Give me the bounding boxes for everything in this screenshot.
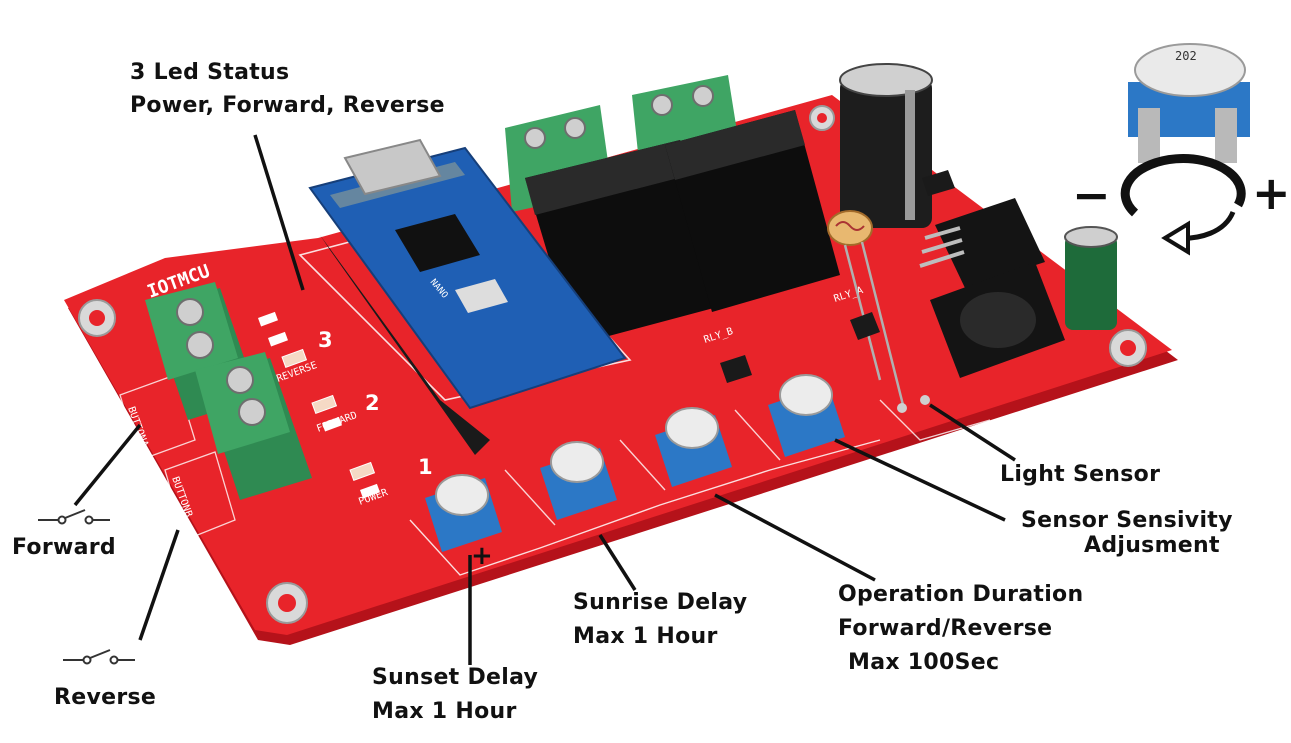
reverse-switch-icon [63,649,135,665]
arduino-nano: NANO [308,138,627,455]
mounting-hole [78,299,116,337]
button-terminal-b [195,352,312,500]
leader-light-sensor [929,403,1016,462]
label-operation-max: Max 100Sec [848,650,1000,675]
label-sunset-delay: Sunset Delay [372,665,539,690]
label-sunrise-delay-max: Max 1 Hour [573,624,718,649]
label-led-status-list: Power, Forward, Reverse [130,93,445,118]
operation-duration-pot [655,407,732,487]
leader-led-status [253,134,305,291]
rotation-arrow-icon [1120,154,1246,256]
led-number-2: 2 [365,391,380,415]
leader-forward [73,423,142,507]
light-sensor-ldr [827,210,930,413]
capacitor-small [1064,226,1118,330]
label-operation-direction: Forward/Reverse [838,616,1053,641]
label-reverse: Reverse [54,685,157,710]
label-sunrise-delay: Sunrise Delay [573,590,748,615]
sunrise-delay-pot [540,441,617,520]
label-sunset-delay-max: Max 1 Hour [372,699,517,724]
label-led-status-title: 3 Led Status [130,60,290,85]
label-sensor-sensitivity: Sensor Sensivity [1021,508,1233,533]
leader-operation-duration [714,493,876,582]
pot-plus-sign: + [471,541,493,571]
capacitor-470uf [839,63,933,228]
leader-sunrise-delay [598,534,637,591]
inductor [930,262,1065,378]
label-sensor-adjustment: Adjusment [1084,533,1220,558]
led-number-3: 3 [318,328,333,352]
label-light-sensor: Light Sensor [1000,462,1161,487]
status-leds [258,311,380,499]
sunset-delay-pot [425,474,502,552]
decrease-sign: − [1072,168,1111,222]
label-forward: Forward [12,535,116,560]
relay-a [665,110,840,312]
led-number-1: 1 [418,455,433,479]
mounting-hole [1109,329,1147,367]
voltage-regulator [919,198,1045,288]
mounting-hole [266,582,308,624]
pot-code-label: 202 [1175,49,1197,63]
leader-lines [73,134,1016,665]
leader-sensor-sensitivity [834,438,1006,522]
potentiometer-inset: 202 [1128,43,1250,163]
diode [720,170,955,383]
forward-switch-icon [38,509,110,525]
label-operation-duration: Operation Duration [838,582,1084,607]
leader-reverse [138,529,180,641]
mounting-hole [809,105,835,131]
sensor-sensitivity-pot [768,374,845,457]
increase-sign: + [1252,166,1291,220]
